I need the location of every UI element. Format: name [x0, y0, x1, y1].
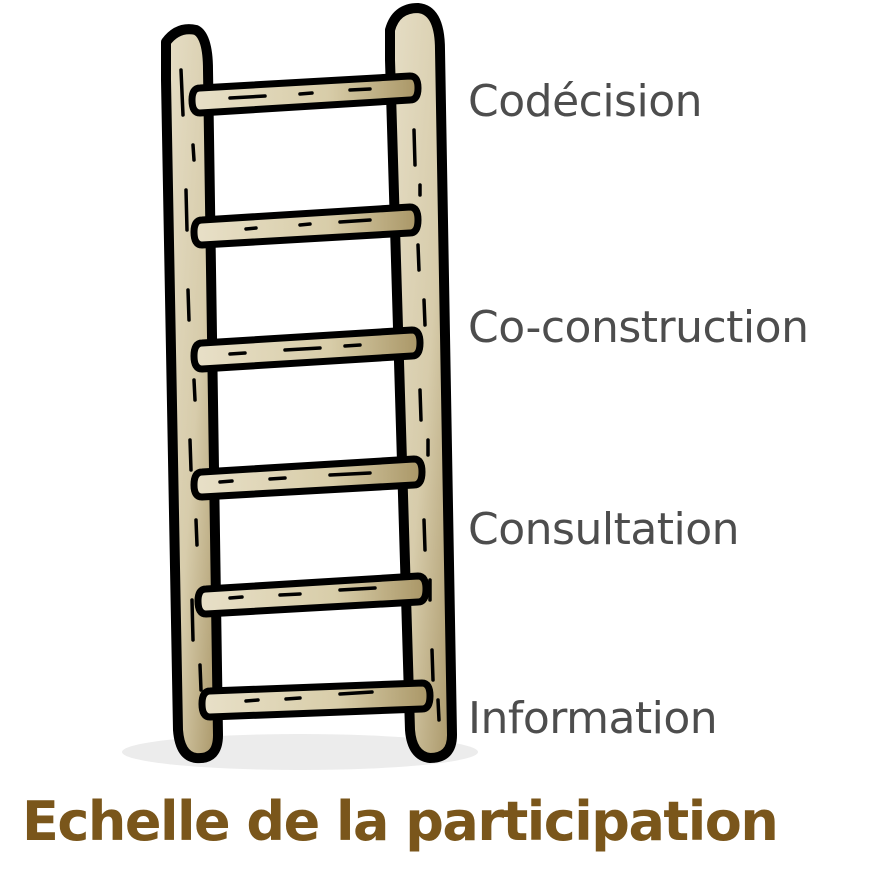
diagram-title: Echelle de la participation: [22, 790, 779, 853]
level-label-consultation: Consultation: [468, 504, 740, 555]
ladder-left-rail: [161, 24, 223, 764]
level-label-information: Information: [468, 693, 718, 744]
ladder-right-rail: [385, 3, 457, 763]
level-label-codecision: Codécision: [468, 76, 703, 127]
wood-grain-marks: [179, 68, 441, 722]
level-label-co-construction: Co-construction: [468, 302, 809, 353]
